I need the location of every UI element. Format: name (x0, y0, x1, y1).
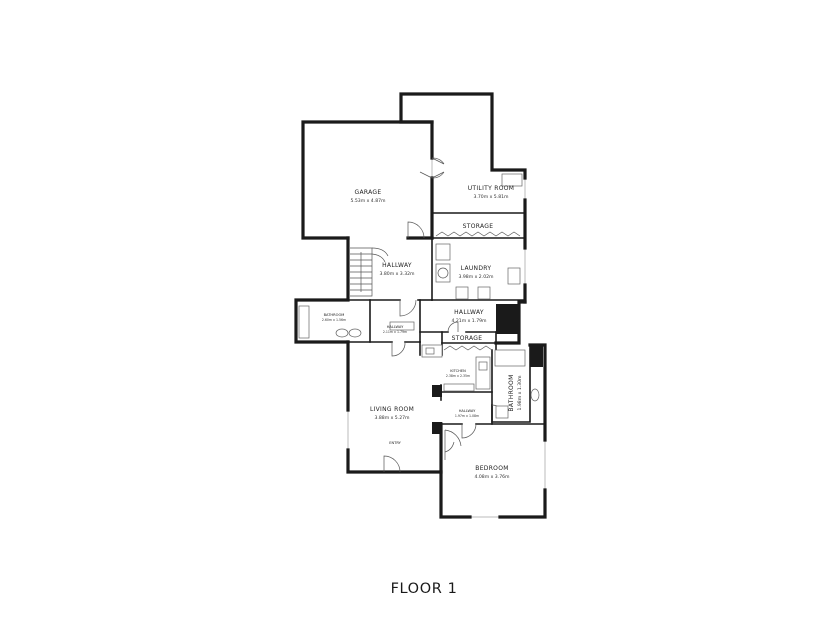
bathroom-left-dims: 2.60m x 1.56m (322, 318, 346, 322)
floor-title: FLOOR 1 (391, 581, 458, 597)
bathroom-left-name: BATHROOM (324, 313, 345, 317)
doors (383, 157, 505, 473)
utility-room-name: UTILITY ROOM (468, 185, 515, 192)
interior-walls (347, 212, 546, 425)
bathroom-right-name: BATHROOM (508, 374, 515, 411)
wall-piers (432, 304, 543, 434)
staircase (350, 247, 389, 297)
laundry-dims: 3.98m x 2.02m (458, 274, 494, 280)
garage-dims: 5.53m x 4.87m (350, 198, 386, 204)
hallway-upper-dims: 3.80m x 3.32m (379, 271, 415, 277)
hallway-lower-dims: 1.97m x 1.08m (455, 414, 479, 418)
bathroom-right-dims: 1.98m x 1.30m (517, 375, 523, 411)
fixtures (298, 173, 540, 419)
room-labels: GARAGE 5.53m x 4.87m UTILITY ROOM 3.70m … (322, 185, 523, 480)
bedroom-dims: 4.08m x 3.76m (474, 474, 510, 480)
utility-room-dims: 3.70m x 5.81m (473, 194, 509, 200)
kitchen-name: KITCHEN (450, 369, 466, 373)
laundry-name: LAUNDRY (461, 265, 492, 272)
storage-upper-name: STORAGE (463, 223, 494, 230)
hallway-center-name: HALLWAY (454, 309, 484, 316)
entry-name: ENTRY (389, 441, 401, 445)
hallway-small-name: HALLWAY (387, 325, 404, 329)
hallway-center-dims: 4.21m x 1.79m (451, 318, 487, 324)
hallway-lower-name: HALLWAY (459, 409, 476, 413)
hallway-small-dims: 2.11m x 1.79m (383, 330, 407, 334)
garage-name: GARAGE (355, 189, 382, 196)
bedroom-name: BEDROOM (475, 465, 508, 472)
living-room-name: LIVING ROOM (370, 406, 414, 413)
storage-lower-name: STORAGE (452, 335, 483, 342)
living-room-dims: 3.88m x 5.27m (374, 415, 410, 421)
exterior-walls (294, 92, 547, 519)
kitchen-dims: 2.38m x 2.35m (446, 374, 470, 378)
hallway-upper-name: HALLWAY (382, 262, 412, 269)
